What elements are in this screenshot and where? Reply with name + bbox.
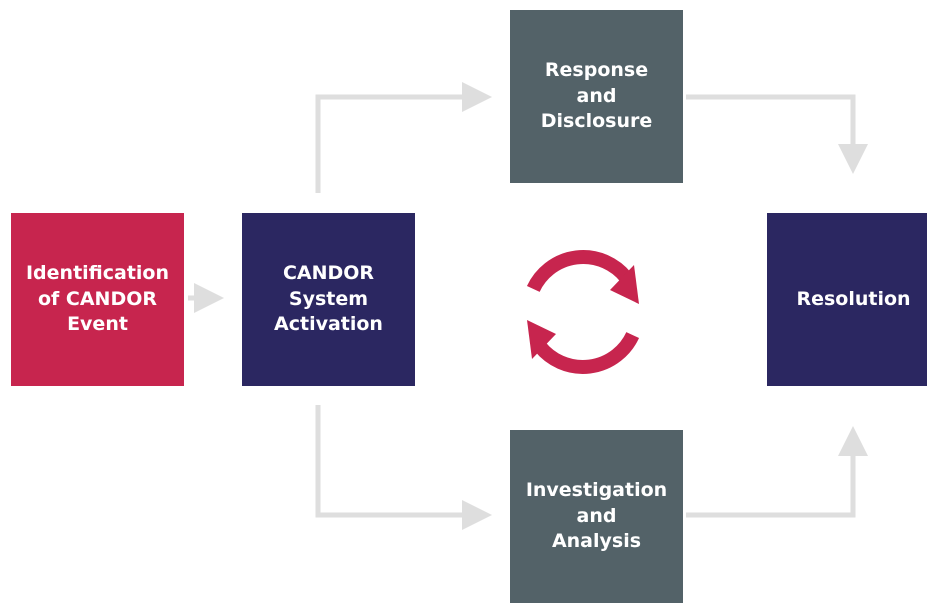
arrow-activation-to-response — [315, 82, 492, 193]
refresh-cycle-icon — [526, 250, 640, 374]
arrow-activation-to-investigation — [315, 405, 492, 530]
activation-box: CANDOR System Activation — [242, 213, 415, 386]
arrow-investigation-to-resolution — [686, 426, 868, 518]
cycle-arc-bottom — [534, 331, 640, 374]
response-label: Response and Disclosure — [540, 59, 653, 133]
cycle-arrowhead-right — [610, 265, 639, 304]
identification-label: Identification of CANDOR Event — [25, 262, 170, 336]
resolution-label: Resolution — [796, 287, 911, 310]
response-box: Response and Disclosure — [510, 10, 683, 183]
cycle-arrowhead-left — [527, 320, 556, 359]
activation-label: CANDOR System Activation — [274, 262, 383, 336]
investigation-box: Investigation and Analysis — [510, 430, 683, 603]
investigation-label: Investigation and Analysis — [525, 479, 668, 553]
identification-box: Identification of CANDOR Event — [11, 213, 184, 386]
resolution-box: Resolution — [767, 213, 927, 386]
cycle-arc-top — [526, 250, 632, 293]
arrow-response-to-resolution — [686, 94, 868, 174]
